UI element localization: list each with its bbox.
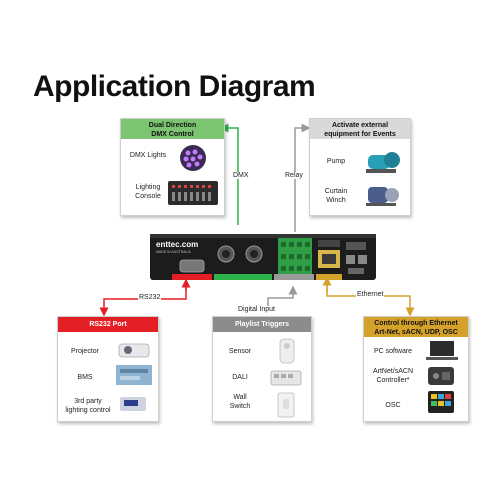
rs232-label: RS232: [138, 294, 162, 301]
dmx-label: DMX: [232, 172, 250, 179]
device-body: [150, 234, 376, 280]
rs232-port-header: RS232 Port: [58, 317, 158, 332]
digital-input-line: [267, 285, 298, 313]
sensor-label: Sensor: [228, 348, 252, 355]
controller-icon: [428, 367, 454, 385]
third-party-lighting-label: 3rd party lighting control: [65, 398, 111, 414]
osc-tablet-icon: [428, 391, 454, 413]
osc-label: OSC: [385, 402, 401, 409]
dali-icon: [270, 370, 302, 386]
projector-label: Projector: [70, 348, 99, 355]
ethernet-control-header: Control through Ethernet Art-Net, sACN, …: [364, 317, 468, 337]
pump-icon: [366, 152, 400, 173]
ethernet-label: Ethernet: [356, 291, 385, 298]
dmx-control-header: Dual Direction DMX Control: [121, 119, 224, 139]
wall-switch-icon: [277, 392, 295, 418]
lighting-console-label: Lighting Console: [135, 184, 161, 200]
curtain-winch-label: Curtain Winch: [324, 188, 348, 204]
curtain-winch-icon: [366, 187, 399, 206]
sensor-icon: [279, 338, 295, 364]
external-equipment-box: Activate external equipment for Events P…: [309, 118, 411, 216]
external-equipment-header: Activate external equipment for Events: [310, 119, 410, 139]
pump-label: Pump: [326, 158, 346, 165]
dmx-control-box: Dual Direction DMX Control DMX Lights Li…: [120, 118, 225, 216]
lighting-control-icon: [120, 397, 146, 411]
device-brand: enttec.com: [156, 240, 199, 249]
device-subtext: MADE IN AUSTRALIA: [156, 250, 191, 254]
relay-label: Relay: [284, 172, 304, 179]
relay-line: [294, 123, 311, 232]
dali-label: DALI: [232, 374, 248, 381]
dmx-light-icon: [180, 145, 206, 171]
dmx-line: [219, 123, 239, 225]
dmx-lights-label: DMX Lights: [129, 152, 167, 159]
enttec-device: enttec.com MADE IN AUSTRALIA: [150, 228, 376, 284]
playlist-triggers-header: Playlist Triggers: [213, 317, 311, 332]
wall-switch-label: Wall Switch: [229, 394, 251, 410]
laptop-icon: [426, 341, 458, 360]
artnet-controller-label: ArtNet/sACN Controller*: [372, 368, 414, 384]
page-title: Application Diagram: [33, 70, 316, 103]
digital-input-label: Digital Input: [237, 306, 276, 313]
playlist-triggers-box: Playlist Triggers Sensor DALI Wall Switc…: [212, 316, 312, 422]
projector-icon: [118, 343, 150, 358]
bms-icon: [116, 365, 152, 385]
rs232-port-box: RS232 Port Projector BMS 3rd party light…: [57, 316, 159, 422]
ethernet-line: [326, 285, 415, 317]
pc-software-label: PC software: [373, 348, 413, 355]
lighting-console-icon: [168, 181, 218, 205]
bms-label: BMS: [77, 374, 93, 381]
ethernet-control-box: Control through Ethernet Art-Net, sACN, …: [363, 316, 469, 422]
